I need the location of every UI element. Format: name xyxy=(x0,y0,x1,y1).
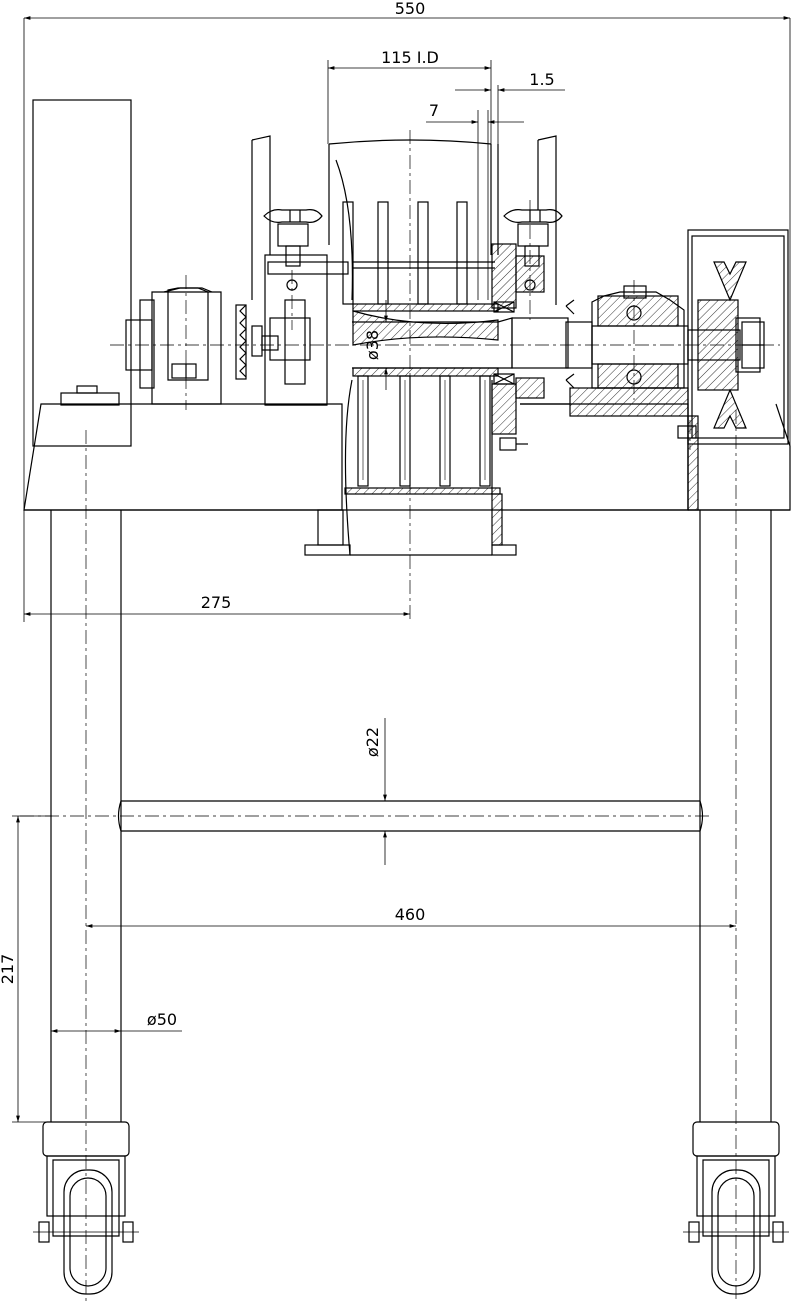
dim-overall-width: 550 xyxy=(395,0,426,18)
gear-block xyxy=(125,254,328,406)
feed-tube xyxy=(327,60,499,301)
discharge-chute xyxy=(304,380,517,556)
lower-blades xyxy=(344,375,501,556)
dim-center-offset: 275 xyxy=(201,593,232,612)
dimension-lines xyxy=(12,66,736,1123)
dim-leg-spacing: 460 xyxy=(395,905,426,924)
left-clamp-knob xyxy=(263,209,349,291)
cutter-hub xyxy=(352,310,499,377)
pulley-guard xyxy=(677,229,789,511)
flange xyxy=(491,243,545,451)
left-guard xyxy=(251,135,271,255)
right-guard xyxy=(537,135,557,305)
bearing-housing xyxy=(520,285,689,417)
dim-shaft-diameter: ø38 xyxy=(363,330,382,360)
dim-blade-width: 7 xyxy=(429,101,439,120)
dim-leg-diameter: ø50 xyxy=(147,1010,177,1029)
overall-width-dimension xyxy=(23,16,791,622)
right-leg xyxy=(699,510,772,1122)
motor-housing xyxy=(32,99,132,447)
dim-inner-diameter: 115 I.D xyxy=(381,48,439,67)
dim-gap: 1.5 xyxy=(529,70,554,89)
dim-bar-diameter: ø22 xyxy=(363,727,382,757)
left-caster xyxy=(33,1121,139,1295)
dim-bar-height: 217 xyxy=(0,954,17,985)
centerlines xyxy=(20,130,780,1302)
upper-blades xyxy=(342,201,499,312)
